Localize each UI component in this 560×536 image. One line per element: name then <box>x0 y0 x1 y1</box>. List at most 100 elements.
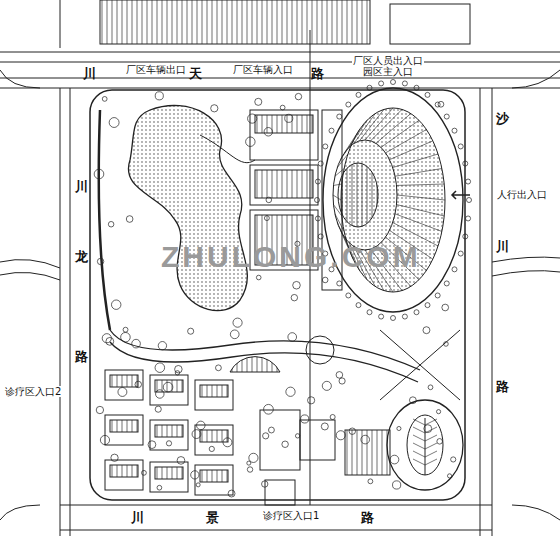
leaf-vein <box>413 443 437 449</box>
entrance-label: 厂区车辆出口 <box>125 64 187 75</box>
tree-symbol <box>356 92 361 97</box>
leaf-vein <box>413 427 437 433</box>
tree-symbol <box>390 455 399 464</box>
tree-symbol <box>315 198 320 203</box>
tree-symbol <box>111 300 120 309</box>
tree-symbol <box>256 275 261 280</box>
building-roof <box>200 470 228 482</box>
tree-symbol <box>295 93 301 99</box>
road-name: 天 <box>188 67 203 81</box>
tree-symbol <box>209 446 214 451</box>
road-name: 路 <box>360 511 375 525</box>
tree-symbol <box>255 98 262 105</box>
tree-symbol <box>118 388 127 397</box>
tree-symbol <box>308 397 315 404</box>
tree-symbol <box>155 363 165 373</box>
tree-symbol <box>463 234 468 239</box>
tree-symbol <box>262 481 268 487</box>
building-roof <box>110 375 138 387</box>
tree-symbol <box>163 382 173 392</box>
building <box>195 465 233 495</box>
tree-symbol <box>106 337 114 345</box>
tree-symbol <box>135 381 141 387</box>
tree-symbol <box>96 406 103 413</box>
tree-symbol <box>435 293 440 298</box>
tree-symbol <box>111 454 118 461</box>
tree-symbol <box>126 216 133 223</box>
tree-symbol <box>295 434 299 438</box>
tree-symbol <box>175 371 179 375</box>
tree-symbol <box>368 479 373 484</box>
plaza-ray <box>335 214 344 232</box>
tree-symbol <box>280 105 285 110</box>
building <box>105 370 143 400</box>
tree-symbol <box>148 441 156 449</box>
plaza-ray <box>397 205 445 216</box>
tree-symbol <box>102 334 111 343</box>
tree-symbol <box>452 128 457 133</box>
tree-symbol <box>223 438 232 447</box>
tree-symbol <box>346 102 351 107</box>
tree-symbol <box>264 216 269 221</box>
tree-symbol <box>158 342 166 350</box>
tree-symbol <box>379 81 384 86</box>
tree-symbol <box>402 314 407 319</box>
tree-symbol <box>249 453 258 462</box>
tree-symbol <box>349 428 355 434</box>
plaza-ray <box>344 130 359 153</box>
leaf-vein <box>413 435 437 441</box>
tree-symbol <box>94 169 104 179</box>
road-name: 川 <box>495 240 510 254</box>
tree-symbol <box>466 179 471 184</box>
plaza-ray <box>395 169 442 177</box>
tree-symbol <box>247 461 251 465</box>
tree-symbol <box>361 435 370 444</box>
entrance-label: 人行出入口 <box>496 189 548 200</box>
plaza-ray <box>333 184 341 185</box>
tree-symbol <box>321 423 328 430</box>
tree-symbol <box>263 433 269 439</box>
building <box>195 380 233 410</box>
tree-symbol <box>356 303 361 308</box>
tree-symbol <box>155 92 163 100</box>
plaza-ray <box>390 141 433 160</box>
building-roof <box>155 380 183 392</box>
leaf-vein <box>413 459 437 465</box>
road-name: 路 <box>310 67 325 81</box>
tree-symbol <box>379 314 384 319</box>
tree-symbol <box>228 490 235 497</box>
plaza-ray <box>395 214 442 232</box>
tree-symbol <box>346 293 351 298</box>
plaza-ray <box>397 184 445 185</box>
tree-symbol <box>444 342 449 347</box>
tree-symbol <box>97 258 103 264</box>
tree-symbol <box>458 251 463 256</box>
tree-symbol <box>288 333 297 342</box>
tree-symbol <box>367 85 372 90</box>
tree-symbol <box>318 234 323 239</box>
tree-symbol <box>318 161 323 166</box>
tree-symbol <box>337 281 342 286</box>
tree-symbol <box>248 114 257 123</box>
tree-symbol <box>391 316 396 321</box>
tree-symbol <box>424 425 432 433</box>
tree-symbol <box>100 435 109 444</box>
tree-symbol <box>329 128 334 133</box>
entrance-label: 诊疗区入口1 <box>262 510 320 521</box>
tree-symbol <box>409 397 416 404</box>
tree-symbol <box>246 137 255 146</box>
tree-symbol <box>192 430 201 439</box>
watermark: ZHULONG.COM <box>160 240 422 273</box>
tree-symbol <box>230 330 239 339</box>
road-name: 龙 <box>74 250 89 264</box>
tree-symbol <box>428 385 433 390</box>
tree-symbol <box>425 92 430 97</box>
building-roof <box>155 425 183 437</box>
tree-symbol <box>264 404 274 414</box>
tree-symbol <box>216 365 222 371</box>
tree-symbol <box>211 105 218 112</box>
tree-symbol <box>444 114 449 119</box>
tree-symbol <box>177 457 185 465</box>
road-name: 川 <box>74 180 89 194</box>
plaza-ray <box>393 154 438 168</box>
